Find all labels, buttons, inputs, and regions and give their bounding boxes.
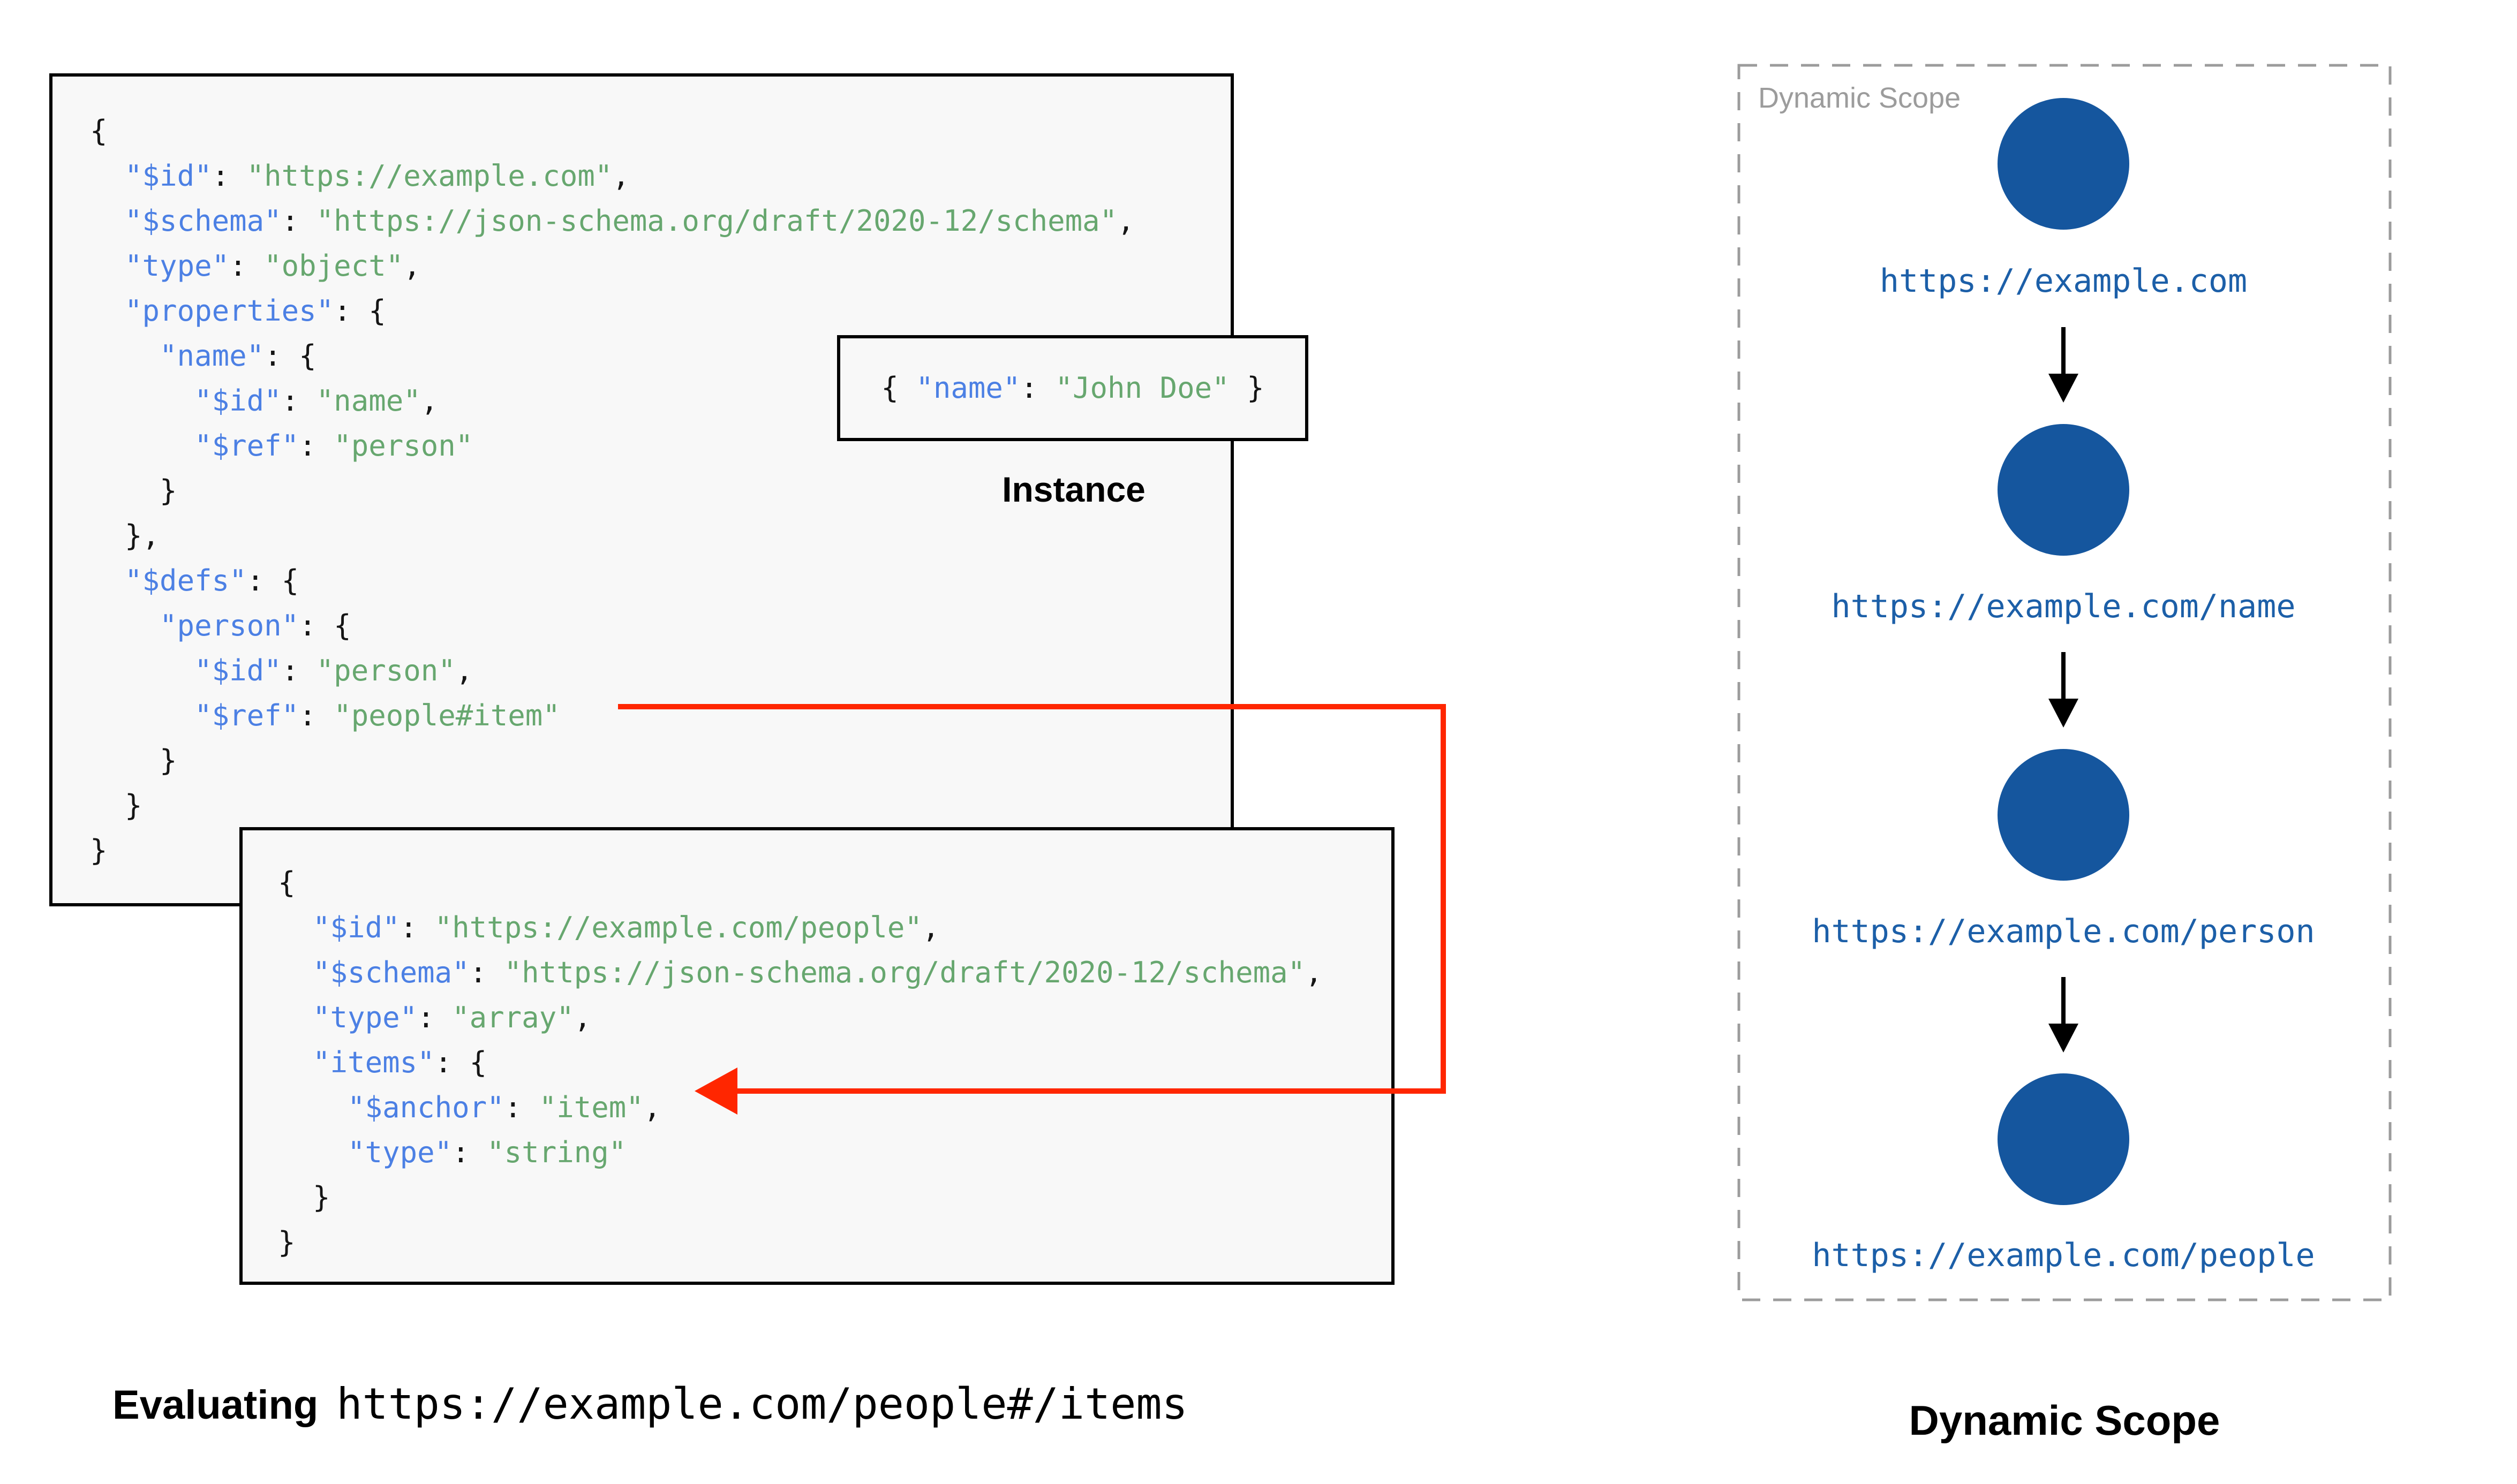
scope-node-circle-3 — [1998, 749, 2129, 881]
code-line: "$id": "https://example.com", — [125, 159, 630, 193]
evaluating-caption: Evaluating https://example.com/people#/it… — [112, 1379, 1188, 1429]
code-line: } — [90, 744, 177, 777]
code-line: "$id": "https://example.com/people", — [313, 911, 940, 944]
code-line: } — [278, 1225, 296, 1259]
code-line: } — [278, 1180, 330, 1214]
instance-code: { "name": "John Doe" } — [881, 366, 1264, 411]
code-line: } — [90, 789, 142, 822]
scope-node-url-1: https://example.com — [1879, 262, 2248, 300]
code-line: "$ref": "person" — [194, 429, 473, 463]
code-line: "properties": { — [125, 294, 386, 328]
scope-node-url-3: https://example.com/person — [1812, 913, 2315, 950]
code-line: "$schema": "https://json-schema.org/draf… — [125, 204, 1135, 238]
people-schema-code: { "$id": "https://example.com/people", "… — [278, 860, 1391, 1265]
scope-arrowhead-3-icon — [2048, 1024, 2078, 1053]
code-line: "$id": "person", — [194, 654, 473, 687]
scope-node-circle-4 — [1998, 1073, 2129, 1205]
code-line: "$defs": { — [125, 564, 299, 597]
code-line: } — [90, 474, 177, 508]
scope-node-url-2: https://example.com/name — [1831, 588, 2296, 625]
code-line: "person": { — [160, 609, 351, 642]
dynamic-scope-header: Dynamic Scope — [1758, 82, 1961, 114]
code-line: "type": "string" — [348, 1135, 627, 1169]
instance-caption: Instance — [1002, 470, 1146, 509]
root-schema-code: { "$id": "https://example.com", "$schema… — [90, 109, 1231, 873]
code-line: "$anchor": "item", — [348, 1091, 661, 1124]
scope-node-circle-1 — [1998, 98, 2129, 230]
scope-arrowhead-2-icon — [2048, 699, 2078, 728]
code-line: "$schema": "https://json-schema.org/draf… — [313, 956, 1323, 989]
code-line: "type": "object", — [125, 249, 421, 283]
code-line: } — [90, 834, 108, 867]
scope-node-circle-2 — [1998, 424, 2129, 556]
code-line: "$ref": "people#item" — [194, 699, 560, 732]
code-line: "name": { — [160, 339, 316, 373]
code-line: { — [278, 866, 296, 899]
code-line: { — [90, 114, 108, 148]
dynamic-scope-caption: Dynamic Scope — [1909, 1397, 2220, 1444]
instance-box: { "name": "John Doe" } — [837, 335, 1308, 441]
code-line: }, — [90, 519, 160, 552]
evaluating-label: Evaluating — [112, 1382, 319, 1428]
code-line: { "name": "John Doe" } — [881, 371, 1264, 405]
code-line: "type": "array", — [313, 1001, 592, 1034]
code-line: "$id": "name", — [194, 384, 439, 418]
people-schema-box: { "$id": "https://example.com/people", "… — [239, 827, 1395, 1285]
scope-arrowhead-1-icon — [2048, 374, 2078, 403]
scope-node-url-4: https://example.com/people — [1812, 1237, 2315, 1274]
evaluating-uri: https://example.com/people#/items — [336, 1379, 1188, 1429]
code-line: "items": { — [313, 1046, 487, 1079]
